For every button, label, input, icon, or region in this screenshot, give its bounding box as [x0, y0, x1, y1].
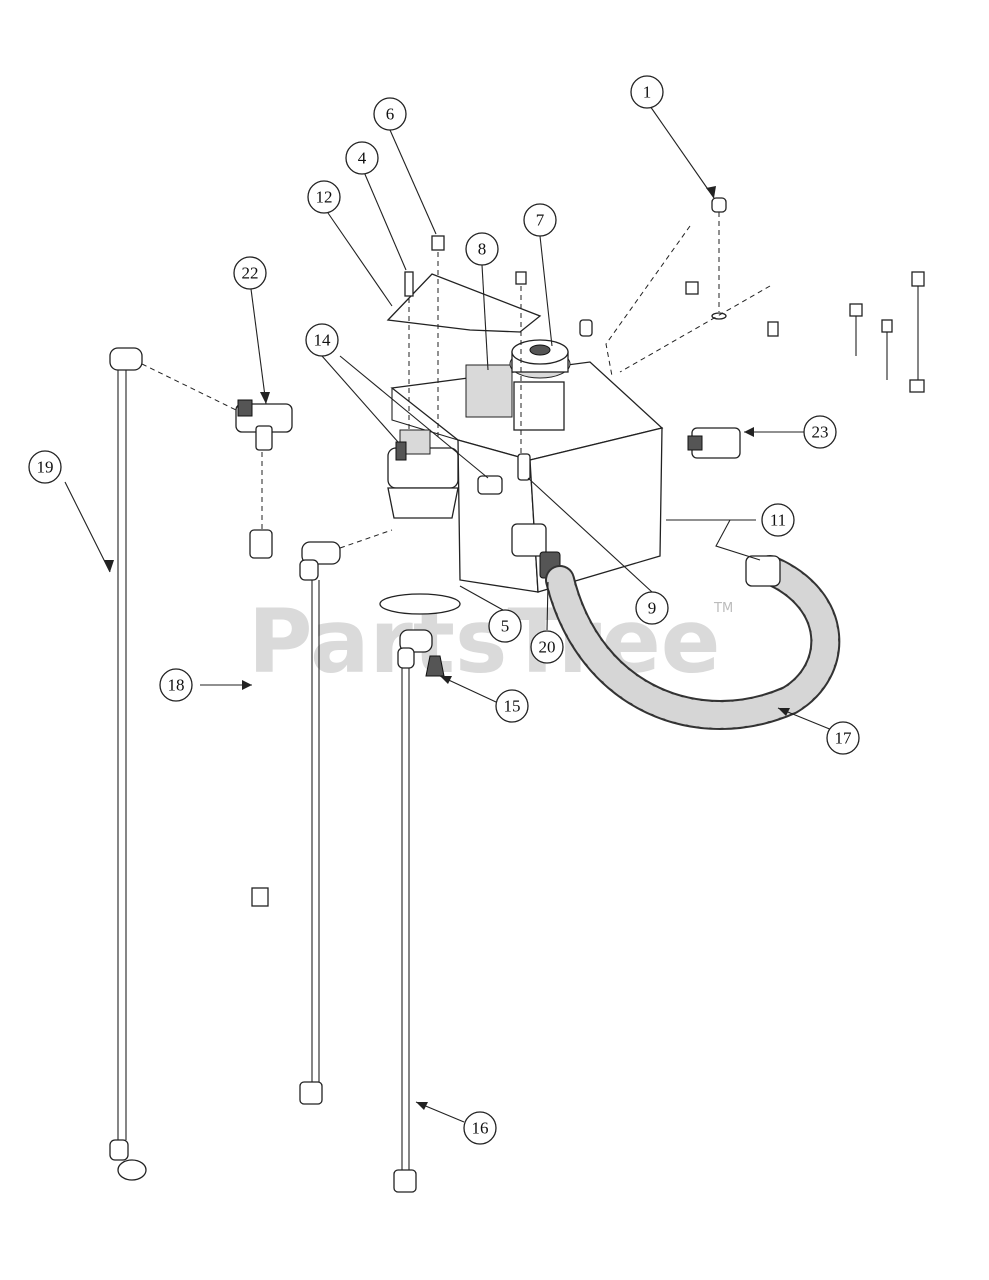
callout-1: 1 — [630, 75, 664, 109]
tube-18 — [251, 529, 393, 1105]
callout-label: 23 — [812, 423, 829, 442]
callout-7: 7 — [523, 203, 557, 237]
callout-15: 15 — [495, 689, 529, 723]
callout-label: 18 — [168, 676, 185, 695]
bracket-plate — [386, 235, 542, 460]
hardware-bolts — [605, 197, 925, 393]
callout-label: 15 — [504, 697, 521, 716]
callout-label: 4 — [358, 149, 367, 168]
callout-5: 5 — [488, 609, 522, 643]
callout-23: 23 — [803, 415, 837, 449]
callout-label: 14 — [314, 331, 332, 350]
callout-label: 20 — [539, 638, 556, 657]
filter-assembly — [379, 429, 461, 615]
callout-6: 6 — [373, 97, 407, 131]
callout-17: 17 — [826, 721, 860, 755]
callout-label: 17 — [835, 729, 853, 748]
callout-label: 1 — [643, 83, 652, 102]
callout-20: 20 — [530, 630, 564, 664]
leader-lines — [64, 105, 833, 1123]
callout-8: 8 — [465, 232, 499, 266]
callout-label: 19 — [37, 458, 54, 477]
callout-18: 18 — [159, 668, 193, 702]
filler-cap — [509, 319, 593, 379]
hose-17 — [545, 555, 841, 730]
callout-9: 9 — [635, 591, 669, 625]
callout-label: 11 — [770, 511, 786, 530]
tee-fitting — [235, 399, 293, 559]
callout-11: 11 — [761, 503, 795, 537]
callout-label: 6 — [386, 105, 395, 124]
callout-label: 12 — [316, 188, 333, 207]
callout-16: 16 — [463, 1111, 497, 1145]
callout-label: 5 — [501, 617, 510, 636]
callout-label: 9 — [648, 599, 657, 618]
callout-22: 22 — [233, 256, 267, 290]
tube-19 — [109, 347, 237, 1181]
callout-14: 14 — [305, 323, 339, 357]
callout-label: 8 — [478, 240, 487, 259]
callout-label: 22 — [242, 264, 259, 283]
callout-19: 19 — [28, 450, 62, 484]
callout-4: 4 — [345, 141, 379, 175]
tank-fittings — [477, 427, 741, 579]
callout-12: 12 — [307, 180, 341, 214]
watermark-trademark: TM — [713, 601, 733, 616]
tube-16 — [393, 629, 445, 1193]
callout-label: 16 — [472, 1119, 489, 1138]
callout-label: 7 — [536, 211, 545, 230]
